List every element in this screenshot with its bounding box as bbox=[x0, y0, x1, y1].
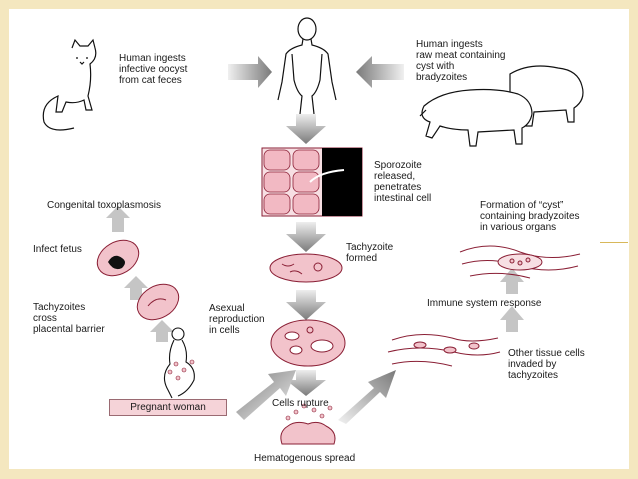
arrow-woman-to-placenta bbox=[150, 320, 174, 342]
hematogenous-blob bbox=[280, 403, 336, 445]
label-human-oocyst: Human ingests infective oocyst from cat … bbox=[119, 53, 190, 86]
fetus-cell bbox=[96, 239, 140, 277]
arrow-reproduction-to-rupture bbox=[286, 370, 326, 396]
accent-line bbox=[600, 242, 628, 243]
label-line: cyst with bbox=[416, 61, 454, 72]
label-line: in various organs bbox=[480, 222, 556, 233]
pig-icon bbox=[419, 88, 533, 147]
label-line: containing bradyzoites bbox=[480, 211, 580, 222]
label-line: in cells bbox=[209, 325, 240, 336]
label-line: raw meat containing bbox=[416, 50, 506, 61]
intestinal-cells bbox=[261, 147, 363, 217]
arrow-immune-to-cyst bbox=[500, 268, 524, 294]
arrow-placenta-to-fetus bbox=[124, 276, 148, 300]
arrow-tachyzoite-to-reproduction bbox=[286, 290, 326, 320]
arrow-cat-to-human bbox=[228, 56, 272, 88]
reproduction-cell bbox=[270, 319, 346, 367]
label-line: Tachyzoites bbox=[33, 302, 85, 313]
label-line: from cat feces bbox=[119, 75, 182, 86]
arrow-animal-to-human bbox=[356, 56, 404, 88]
arrow-rupture-to-tissue bbox=[338, 370, 396, 424]
label-tachy-cross: Tachyzoites cross placental barrier bbox=[33, 302, 105, 335]
label-human-meat: Human ingests raw meat containing cyst w… bbox=[416, 39, 508, 83]
label-congenital: Congenital toxoplasmosis bbox=[47, 200, 161, 211]
cat-icon bbox=[42, 38, 97, 131]
label-infect-fetus: Infect fetus bbox=[33, 244, 82, 255]
label-line: released, bbox=[374, 171, 415, 182]
tachyzoite-cell bbox=[269, 253, 343, 283]
label-line: placental barrier bbox=[33, 324, 105, 335]
arrow-rupture-to-pregnant bbox=[236, 370, 296, 420]
human-figure-icon bbox=[277, 17, 337, 115]
placenta-cell bbox=[136, 283, 180, 321]
label-asexual: Asexual reproduction in cells bbox=[209, 303, 267, 336]
congenital-arrow bbox=[106, 206, 130, 232]
label-line: Sporozoite bbox=[374, 160, 422, 171]
label-cells-rupture: Cells rupture bbox=[272, 398, 329, 409]
label-line: Other tissue cells bbox=[508, 348, 585, 359]
label-line: Asexual bbox=[209, 303, 245, 314]
cyst-tissue bbox=[459, 245, 581, 279]
pregnant-woman-icon bbox=[163, 327, 195, 399]
pregnant-woman-label: Pregnant woman bbox=[109, 399, 227, 416]
label-line: cross bbox=[33, 313, 57, 324]
label-hematogenous: Hematogenous spread bbox=[254, 453, 355, 464]
label-line: reproduction bbox=[209, 314, 265, 325]
tissue-cells bbox=[387, 334, 501, 367]
label-immune: Immune system response bbox=[427, 298, 542, 309]
arrow-intestine-to-tachyzoite bbox=[286, 222, 326, 252]
label-line: invaded by bbox=[508, 359, 556, 370]
label-cyst-formation: Formation of “cyst” containing bradyzoit… bbox=[480, 200, 582, 233]
label-line: Human ingests bbox=[416, 39, 483, 50]
label-line: bradyzoites bbox=[416, 72, 467, 83]
label-line: Tachyzoite bbox=[346, 242, 394, 253]
label-sporozoite: Sporozoite released, penetrates intestin… bbox=[374, 160, 431, 204]
label-line: tachyzoites bbox=[508, 370, 558, 381]
label-line: Human ingests bbox=[119, 53, 186, 64]
label-line: infective oocyst bbox=[119, 64, 188, 75]
label-line: Formation of “cyst” bbox=[480, 200, 563, 211]
label-line: penetrates bbox=[374, 182, 421, 193]
label-line: formed bbox=[346, 253, 377, 264]
label-other-tissue: Other tissue cells invaded by tachyzoite… bbox=[508, 348, 587, 381]
label-tachyzoite-formed: Tachyzoite formed bbox=[346, 242, 396, 264]
label-line: intestinal cell bbox=[374, 193, 431, 204]
arrow-tissue-to-immune bbox=[500, 306, 524, 332]
arrow-human-to-intestine bbox=[286, 114, 326, 144]
